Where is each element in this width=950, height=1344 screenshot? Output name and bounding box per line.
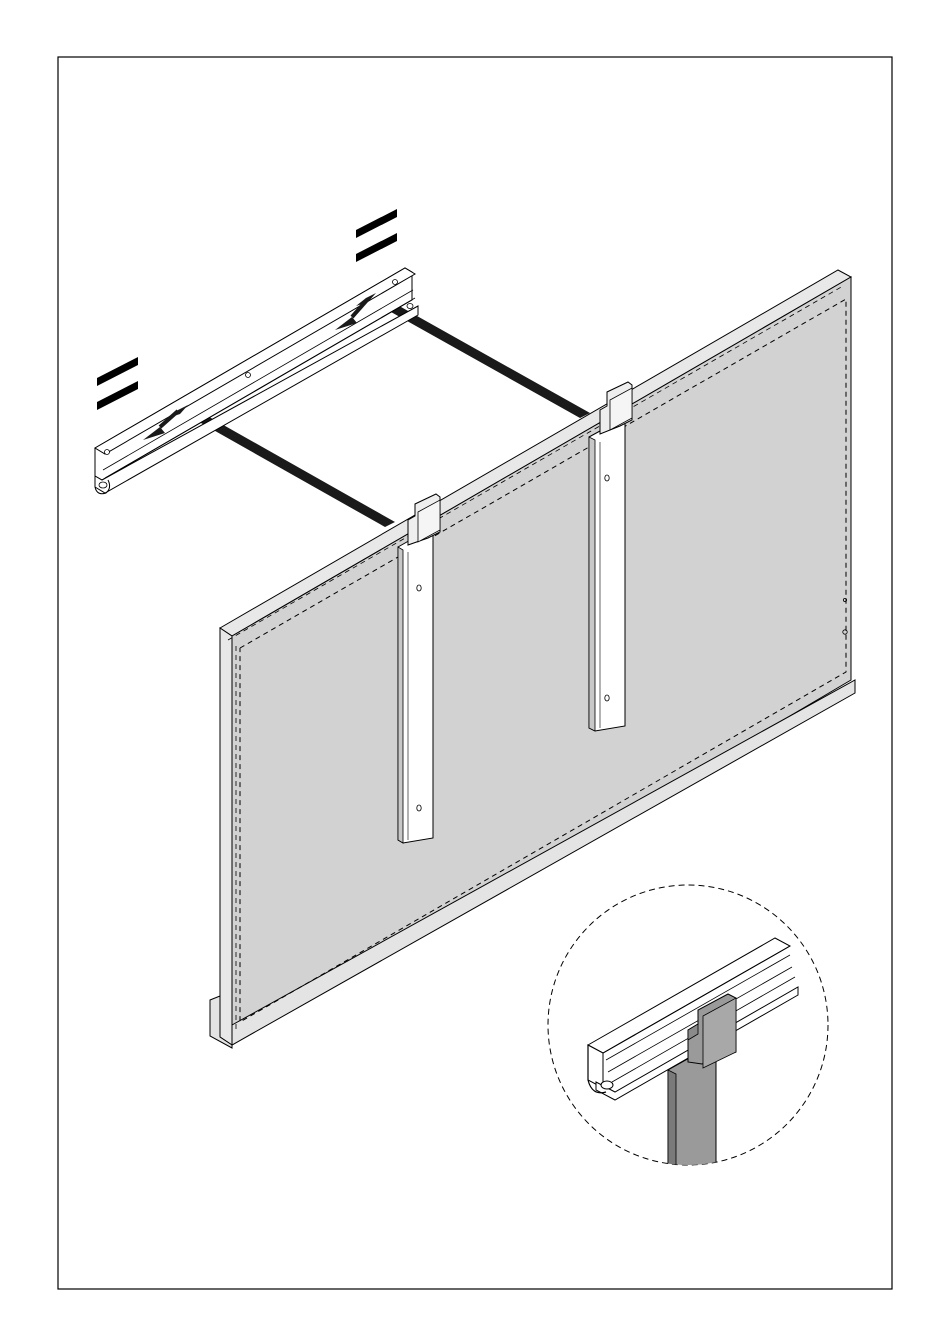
rail-screw-hole [246,373,251,378]
detail-rail-hole [601,1081,613,1089]
rail-top-face [95,268,415,454]
equals-symbol [356,209,397,262]
rail-end-hole [99,482,107,488]
bracket-hole [417,585,421,591]
rail-end-hole [407,304,413,309]
bracket-bar-side [589,437,595,731]
detail-inset [548,885,828,1170]
panel-left-edge [220,628,232,1045]
wall-rail [95,268,418,494]
rail-bottom-lip [95,306,418,493]
strap-right [366,293,590,418]
bracket-bar-side [398,547,403,843]
rail-channel-line [103,290,413,470]
equals-symbol [97,357,138,410]
bracket-hole [417,805,421,811]
bracket-hole [605,695,609,701]
rail-screw-hole [393,280,398,285]
bracket-hole [605,475,609,481]
rail-screw-hole [105,450,110,455]
detail-bracket-bar-side [668,1070,676,1170]
